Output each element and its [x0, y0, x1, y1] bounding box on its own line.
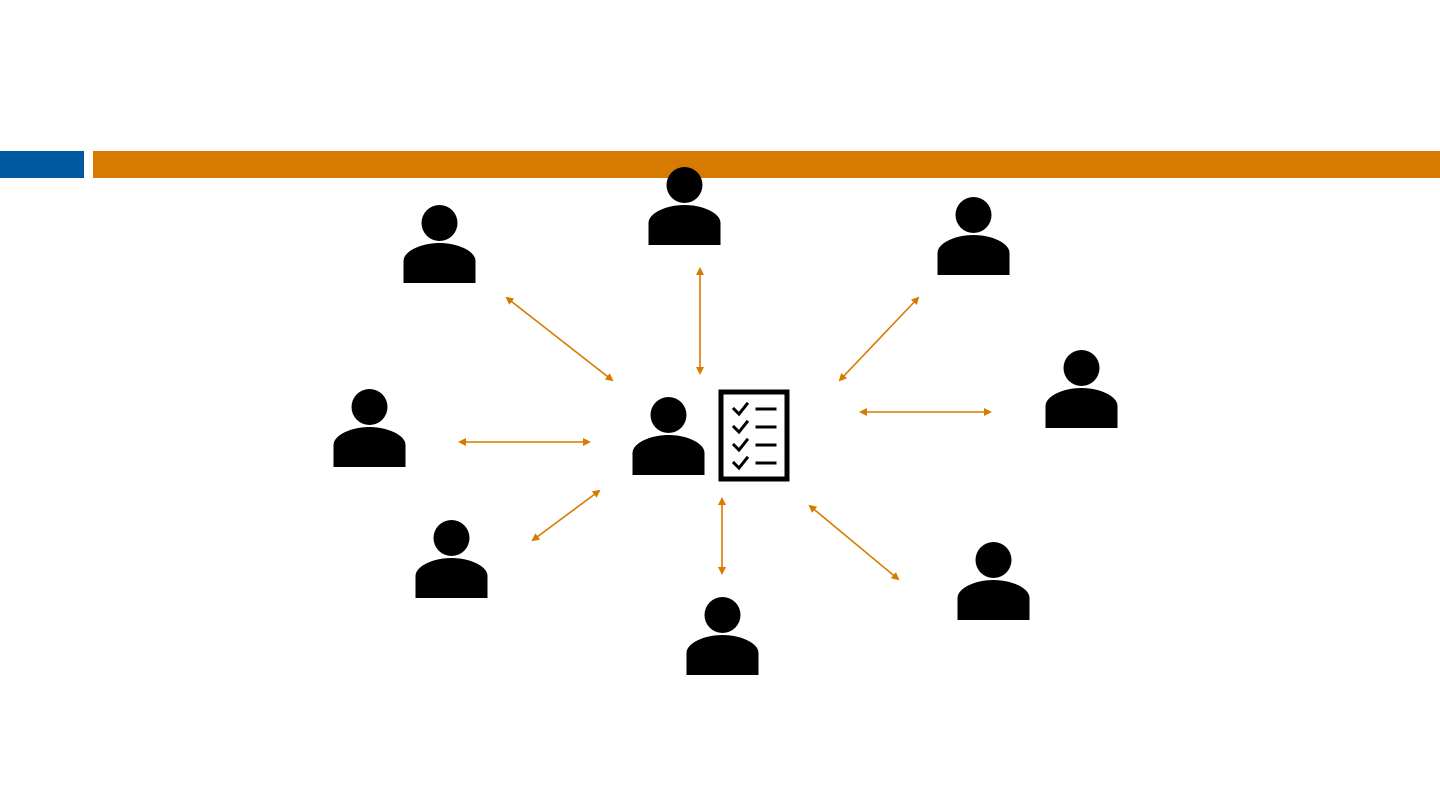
arrow-center-to-bottom-left	[531, 489, 601, 542]
person-icon	[333, 389, 406, 467]
person-icon	[937, 197, 1010, 275]
person-icon	[1045, 350, 1118, 428]
header-accent-bar	[93, 151, 1440, 178]
person-icon	[415, 520, 488, 598]
person-icon	[686, 597, 759, 675]
person-icon	[957, 542, 1030, 620]
person-icon	[648, 167, 721, 245]
checklist-icon	[718, 389, 790, 482]
arrow-center-to-top-right	[838, 296, 920, 382]
arrow-center-to-top-left	[505, 296, 614, 382]
header-accent-block	[0, 151, 84, 178]
person-icon	[403, 205, 476, 283]
arrow-center-to-bottom-right	[808, 504, 900, 581]
center-person-icon	[632, 397, 705, 475]
